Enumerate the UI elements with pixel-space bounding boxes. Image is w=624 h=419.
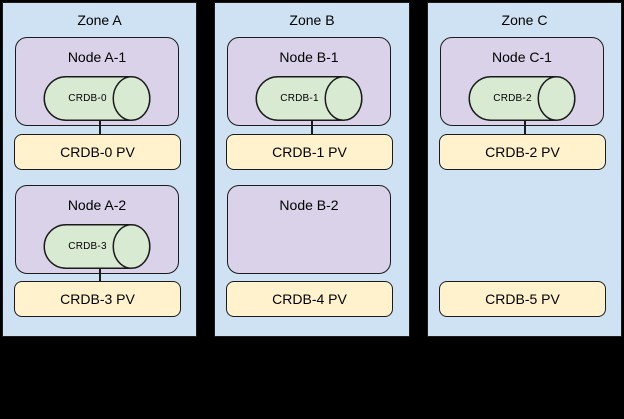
crdb-1-pv-box: CRDB-1 PV [226,134,393,170]
crdb-4-pv-box: CRDB-4 PV [226,281,393,317]
node-b2-label: Node B-2 [279,197,339,213]
crdb-3-pv-label: CRDB-3 PV [60,291,135,307]
crdb-5-pv-box: CRDB-5 PV [439,281,606,317]
zone-a-panel: Zone A Node A-1 CRDB-0 CRDB-0 PV Node A-… [2,2,197,337]
crdb-2-pv-box: CRDB-2 PV [439,134,606,170]
node-a1: Node A-1 CRDB-0 [15,37,179,126]
cylinder-shape [43,76,151,121]
cylinder-shape [255,76,363,121]
crdb-5-pv-label: CRDB-5 PV [485,291,560,307]
node-b2: Node B-2 [227,185,391,274]
crdb-2-pv-label: CRDB-2 PV [485,144,560,160]
node-b1: Node B-1 CRDB-1 [227,37,391,126]
cylinder-cap [112,76,151,121]
cylinder-cap [112,224,151,269]
cylinder-cap [537,76,576,121]
connector-line [98,120,101,135]
node-b1-label: Node B-1 [279,49,339,65]
crdb-4-pv-label: CRDB-4 PV [272,291,347,307]
zone-a-label: Zone A [77,12,122,28]
zone-b-label: Zone B [289,12,335,28]
node-a1-label: Node A-1 [67,49,127,65]
connector-line [523,120,526,135]
crdb-0-pod-cylinder: CRDB-0 [43,76,151,121]
crdb-0-pv-box: CRDB-0 PV [14,134,181,170]
crdb-1-pv-label: CRDB-1 PV [272,144,347,160]
crdb-1-pod-cylinder: CRDB-1 [255,76,363,121]
crdb-3-pv-box: CRDB-3 PV [14,281,181,317]
connector-line [98,268,101,282]
node-c1: Node C-1 CRDB-2 [440,37,604,126]
crdb-3-pod-label: CRDB-3 [68,241,107,252]
zone-b-panel: Zone B Node B-1 CRDB-1 CRDB-1 PV Node B-… [214,2,410,337]
cylinder-shape [43,224,151,269]
connector-line [311,120,313,135]
node-a2: Node A-2 CRDB-3 [15,185,179,274]
crdb-3-pod-cylinder: CRDB-3 [43,224,151,269]
node-c1-label: Node C-1 [492,49,552,65]
crdb-0-pv-label: CRDB-0 PV [60,144,135,160]
zone-c-label: Zone C [501,12,548,28]
crdb-1-pod-label: CRDB-1 [280,93,319,104]
zone-c-panel: Zone C Node C-1 CRDB-2 CRDB-2 PV CRDB-5 … [427,2,622,337]
crdb-0-pod-label: CRDB-0 [68,93,107,104]
cylinder-cap [324,76,363,121]
node-a2-label: Node A-2 [67,197,127,213]
crdb-2-pod-label: CRDB-2 [493,93,532,104]
cylinder-shape [468,76,576,121]
crdb-2-pod-cylinder: CRDB-2 [468,76,576,121]
